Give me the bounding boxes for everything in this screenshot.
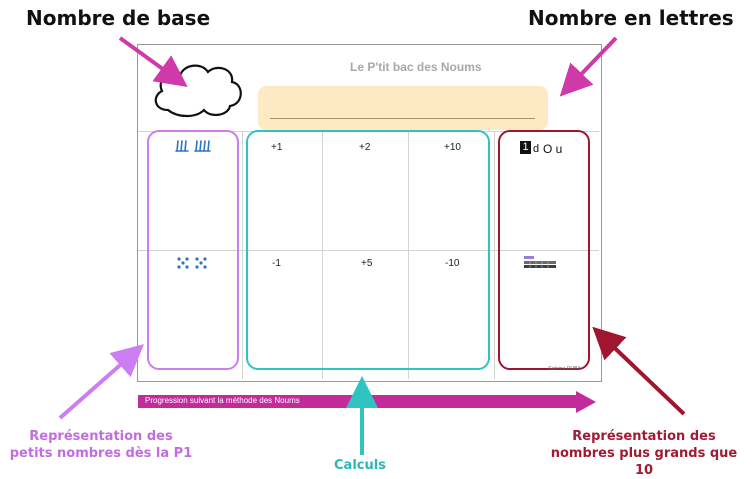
operation-plus-2: +2 [359, 142, 371, 153]
arrow-to-big-numbers [592, 326, 686, 416]
operation-plus-10: +10 [444, 142, 461, 153]
units-label: O u [543, 142, 563, 156]
number-in-words-box [258, 86, 548, 130]
arrow-to-words-box [559, 36, 618, 97]
writing-line [270, 118, 535, 119]
operation-minus-1: -1 [272, 258, 281, 269]
dice-icon [177, 256, 209, 274]
tens-digit-box: 1 [520, 141, 531, 154]
big-numbers-frame [498, 130, 590, 370]
number-in-words-annotation: Nombre en lettres [528, 6, 734, 30]
arrow-to-small-numbers [58, 344, 145, 420]
signature: Sabrina RUBY [548, 366, 581, 372]
progress-arrow-head [576, 391, 596, 413]
tally-sticks-icon [175, 139, 213, 156]
base-ten-bars-icon [524, 256, 558, 275]
grid-line-v-2 [322, 131, 323, 379]
operation-minus-10: -10 [445, 258, 460, 269]
small-numbers-annotation: Représentation des petits nombres dès la… [9, 429, 193, 461]
grid-line-v-3 [408, 131, 409, 379]
tens-label: d [533, 143, 540, 155]
progress-label: Progression suivant la méthode des Noums [145, 396, 300, 405]
operation-plus-1: +1 [271, 142, 283, 153]
grid-line-v-4 [494, 131, 495, 379]
worksheet-title: Le P'tit bac des Noums [350, 60, 482, 74]
arrow-to-cloud [118, 36, 188, 88]
calculations-frame [246, 130, 490, 370]
calculations-annotation: Calculs [334, 458, 386, 473]
small-numbers-frame [147, 130, 239, 370]
grid-line-v-1 [242, 131, 243, 379]
base-number-annotation: Nombre de base [26, 6, 211, 30]
big-numbers-annotation: Représentation des nombres plus grands q… [550, 429, 738, 478]
grid-line-h-mid [138, 250, 599, 251]
operation-plus-5: +5 [361, 258, 373, 269]
